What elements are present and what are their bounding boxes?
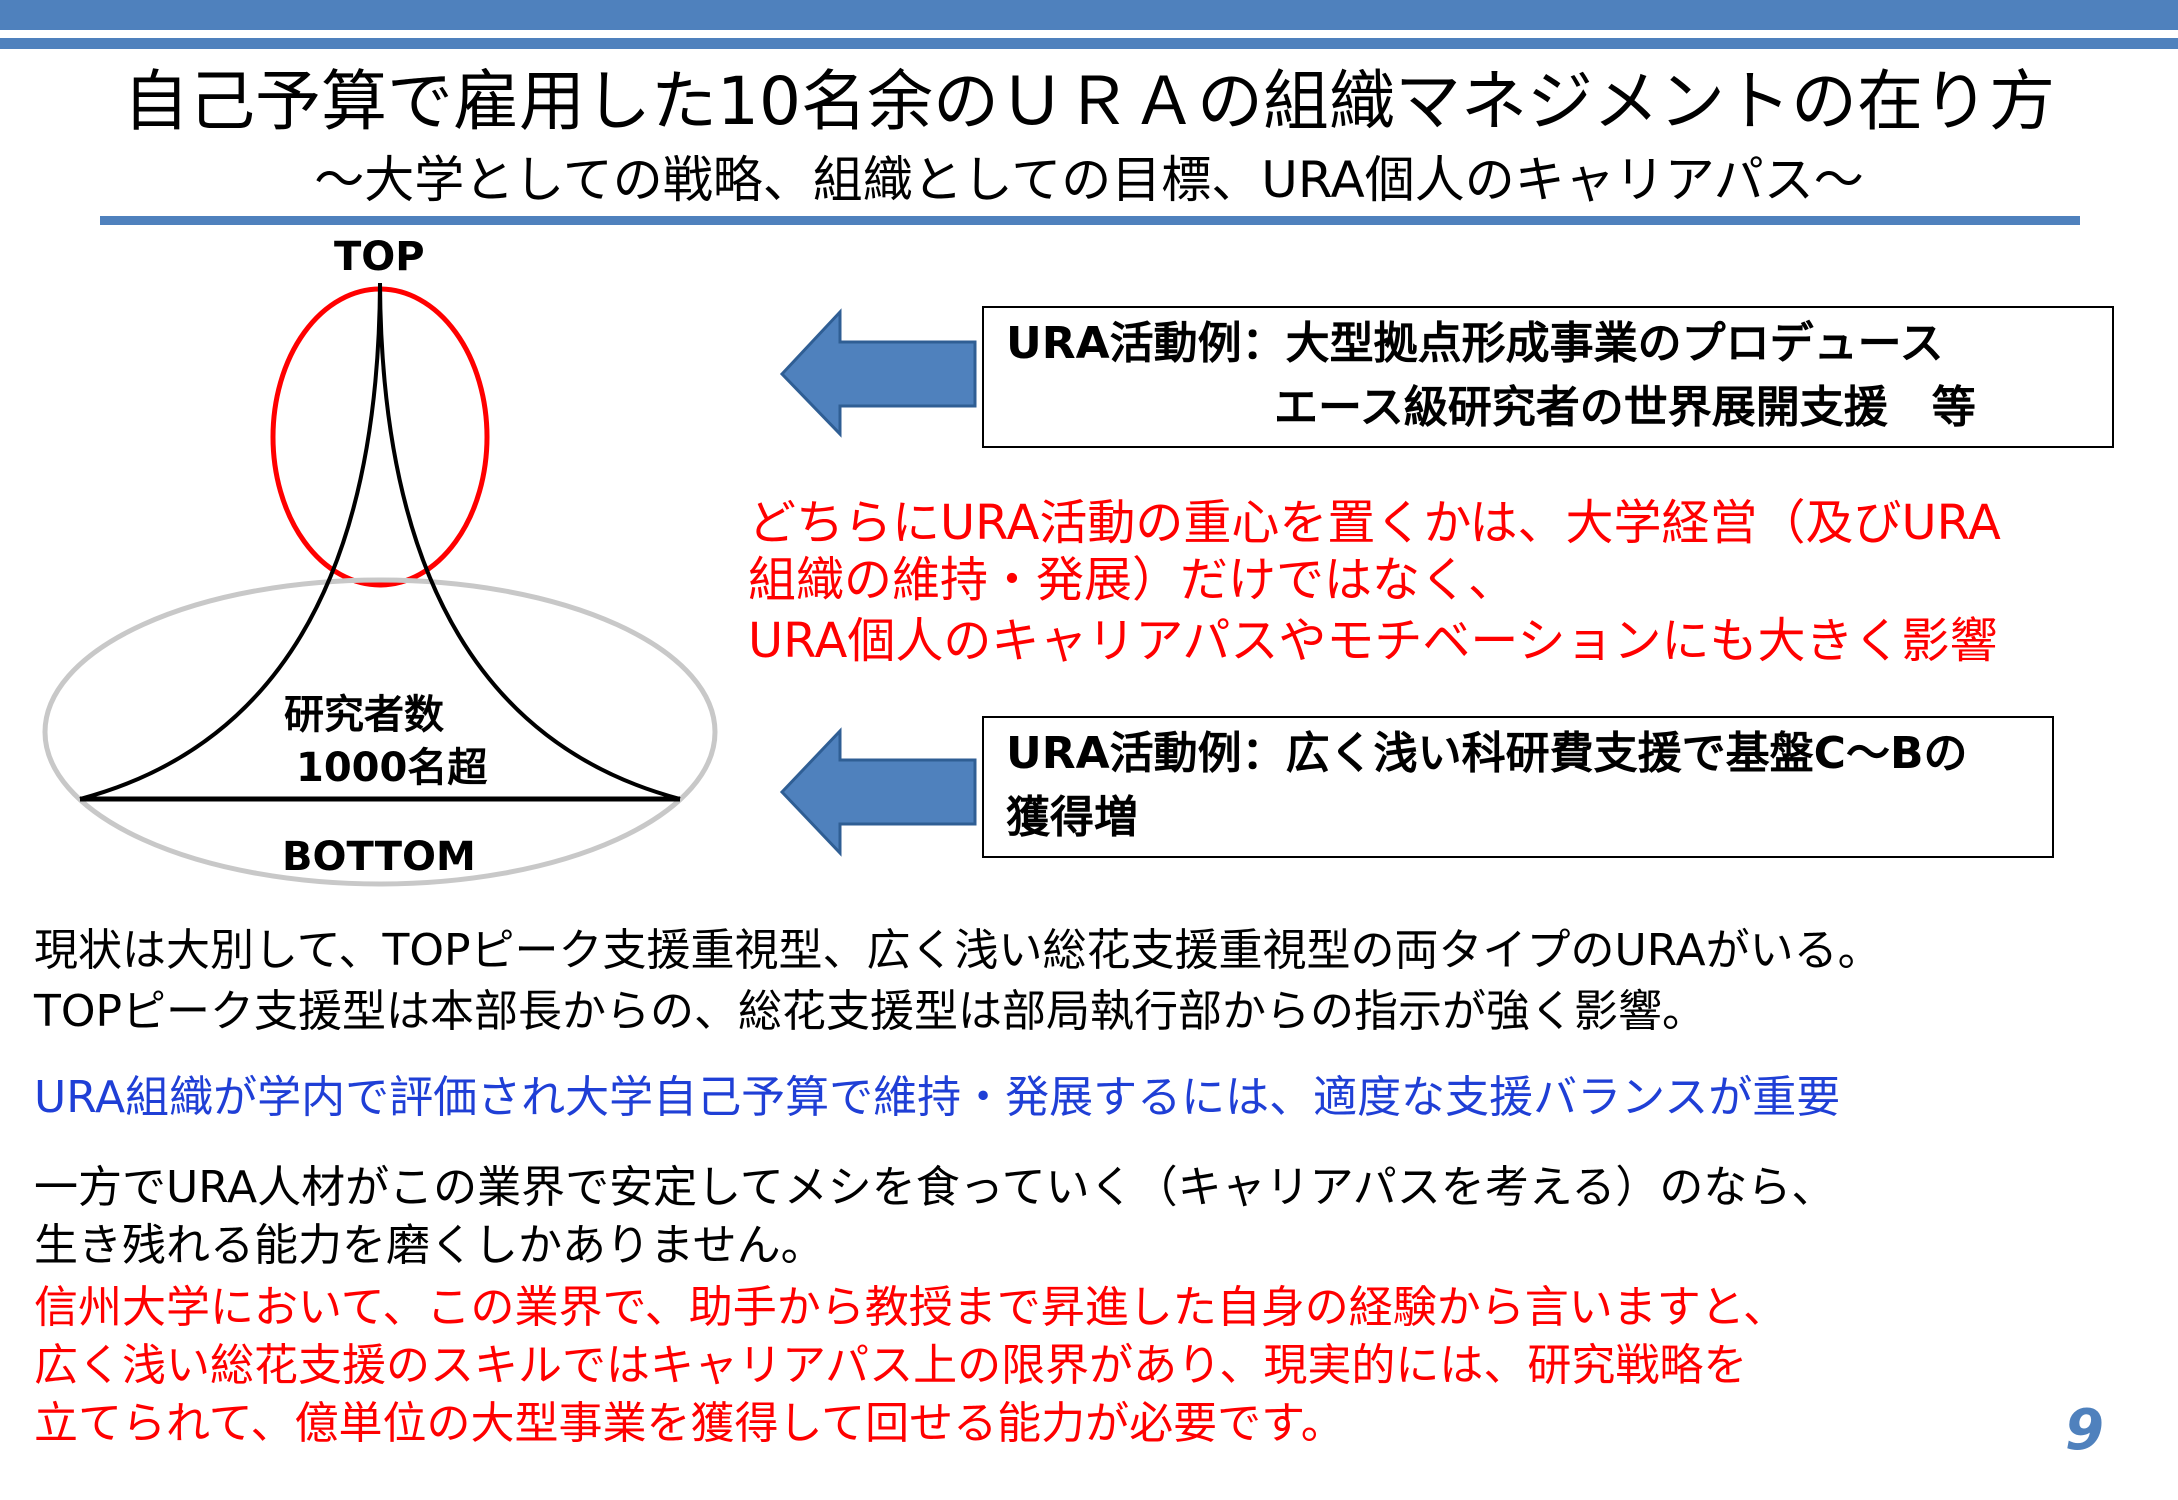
status-text-line1: 現状は大別して、TOPピーク支援重視型、広く浅い総花支援重視型の両タイプのURA… [34,925,1882,976]
career-text-line2: 生き残れる能力を磨くしかありません。 [34,1220,825,1271]
researcher-count-label: 研究者数 [284,692,444,738]
activity-box-top-line1: URA活動例：大型拠点形成事業のプロデュース [1006,318,1944,369]
peak-curve-right [378,282,681,801]
bottom-ellipse [42,577,718,887]
header-bar-thin [0,38,2178,49]
activity-box-bottom-line1: URA活動例：広く浅い科研費支援で基盤C～Bの [1006,728,1968,779]
activity-box-top-line2: エース級研究者の世界展開支援 等 [1274,382,1976,433]
activity-box-bottom-line2: 獲得増 [1006,792,1138,843]
peak-curve-left [79,282,382,801]
slide-title: 自己予算で雇用した10名余のＵＲＡの組織マネジメントの在り方 [123,63,2055,140]
emphasis-red-line1: どちらにURA活動の重心を置くかは、大学経営（及びURA [748,495,2001,551]
conclusion-line1: 信州大学において、この業界で、助手から教授まで昇進した自身の経験から言いますと、 [34,1282,1787,1333]
activity-box-top: URA活動例：大型拠点形成事業のプロデュース エース級研究者の世界展開支援 等 [982,306,2114,448]
researcher-count-value: 1000名超 [296,745,488,791]
conclusion-line3: 立てられて、億単位の大型事業を獲得して回せる能力が必要です。 [34,1398,1345,1449]
arrow-left-top [779,308,977,438]
arrow-left-bottom [779,727,977,857]
emphasis-red-line3: URA個人のキャリアパスやモチベーションにも大きく影響 [748,613,1998,669]
header-bar [0,0,2178,30]
bottom-label: BOTTOM [282,834,476,880]
career-text-line1: 一方でURA人材がこの業界で安定してメシを食っていく（キャリアパスを考える）のな… [34,1162,1836,1213]
activity-box-bottom: URA活動例：広く浅い科研費支援で基盤C～Bの 獲得増 [982,716,2054,858]
balance-statement: URA組織が学内で評価され大学自己予算で維持・発展するには、適度な支援バランスが… [34,1072,1841,1123]
emphasis-red-line2: 組織の維持・発展）だけではなく、 [748,552,1517,608]
conclusion-line2: 広く浅い総花支援のスキルではキャリアパス上の限界があり、現実的には、研究戦略を [34,1340,1748,1391]
title-divider [100,216,2080,225]
status-text-line2: TOPピーク支援型は本部長からの、総花支援型は部局執行部からの指示が強く影響。 [34,986,1707,1037]
top-label: TOP [334,234,425,280]
page-number: 9 [2065,1398,2104,1463]
slide-subtitle: ～大学としての戦略、組織としての目標、URA個人のキャリアパス～ [314,151,1864,209]
